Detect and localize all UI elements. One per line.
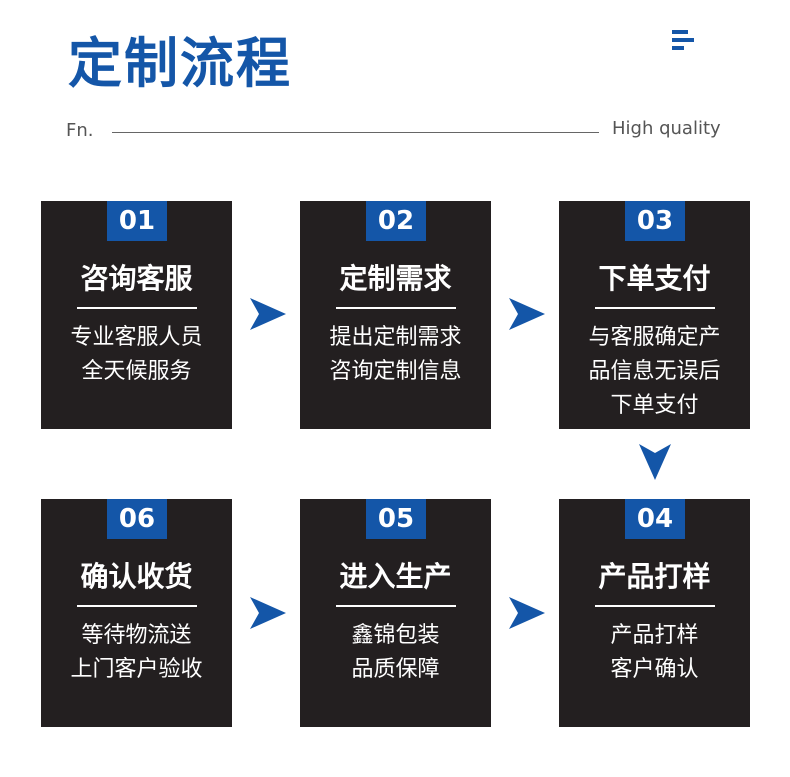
page-title: 定制流程 <box>68 32 292 95</box>
step-description-line: 与客服确定产 <box>588 325 721 350</box>
arrow-right-icon <box>250 597 286 629</box>
arrow-right-icon <box>509 298 545 330</box>
step-divider <box>77 307 197 309</box>
step-description-line: 鑫锦包装 <box>351 623 440 648</box>
step-title: 确认收货 <box>80 560 193 593</box>
step-card-05: 05 进入生产 鑫锦包装 品质保障 <box>300 499 491 727</box>
step-card-04: 04 产品打样 产品打样 客户确认 <box>559 499 750 727</box>
step-description: 与客服确定产 品信息无误后 下单支付 <box>559 321 750 423</box>
step-description: 等待物流送 上门客户验收 <box>41 619 232 687</box>
step-card-01: 01 咨询客服 专业客服人员 全天候服务 <box>41 201 232 429</box>
step-description-line: 产品打样 <box>610 623 699 648</box>
step-number-badge: 05 <box>366 499 426 539</box>
step-description-line: 下单支付 <box>610 393 699 418</box>
arrow-right-icon <box>250 298 286 330</box>
hamburger-icon[interactable] <box>672 30 694 54</box>
step-card-02: 02 定制需求 提出定制需求 咨询定制信息 <box>300 201 491 429</box>
step-divider <box>336 307 456 309</box>
step-number-badge: 03 <box>625 201 685 241</box>
step-title: 下单支付 <box>598 262 711 295</box>
step-number-badge: 04 <box>625 499 685 539</box>
step-description-line: 品信息无误后 <box>588 359 721 384</box>
step-divider <box>336 605 456 607</box>
step-description-line: 全天候服务 <box>81 359 192 384</box>
step-description-line: 咨询定制信息 <box>329 359 462 384</box>
step-card-03: 03 下单支付 与客服确定产 品信息无误后 下单支付 <box>559 201 750 429</box>
step-description: 产品打样 客户确认 <box>559 619 750 687</box>
step-title: 定制需求 <box>339 262 452 295</box>
step-description-line: 上门客户验收 <box>70 657 203 682</box>
step-description-line: 提出定制需求 <box>329 325 462 350</box>
step-divider <box>595 307 715 309</box>
high-quality-label: High quality <box>612 118 721 139</box>
step-title: 咨询客服 <box>80 262 193 295</box>
step-title: 进入生产 <box>339 560 452 593</box>
step-description-line: 品质保障 <box>351 657 440 682</box>
step-description-line: 等待物流送 <box>81 623 192 648</box>
step-number-badge: 02 <box>366 201 426 241</box>
header-divider <box>112 132 599 133</box>
step-divider <box>77 605 197 607</box>
step-number-badge: 06 <box>107 499 167 539</box>
step-description: 鑫锦包装 品质保障 <box>300 619 491 687</box>
step-description-line: 专业客服人员 <box>70 325 203 350</box>
step-title: 产品打样 <box>598 560 711 593</box>
step-divider <box>595 605 715 607</box>
step-description: 专业客服人员 全天候服务 <box>41 321 232 389</box>
arrow-right-icon <box>509 597 545 629</box>
step-description-line: 客户确认 <box>610 657 699 682</box>
step-number-badge: 01 <box>107 201 167 241</box>
step-description: 提出定制需求 咨询定制信息 <box>300 321 491 389</box>
step-card-06: 06 确认收货 等待物流送 上门客户验收 <box>41 499 232 727</box>
fn-label: Fn. <box>66 120 94 141</box>
arrow-down-icon <box>639 444 671 480</box>
